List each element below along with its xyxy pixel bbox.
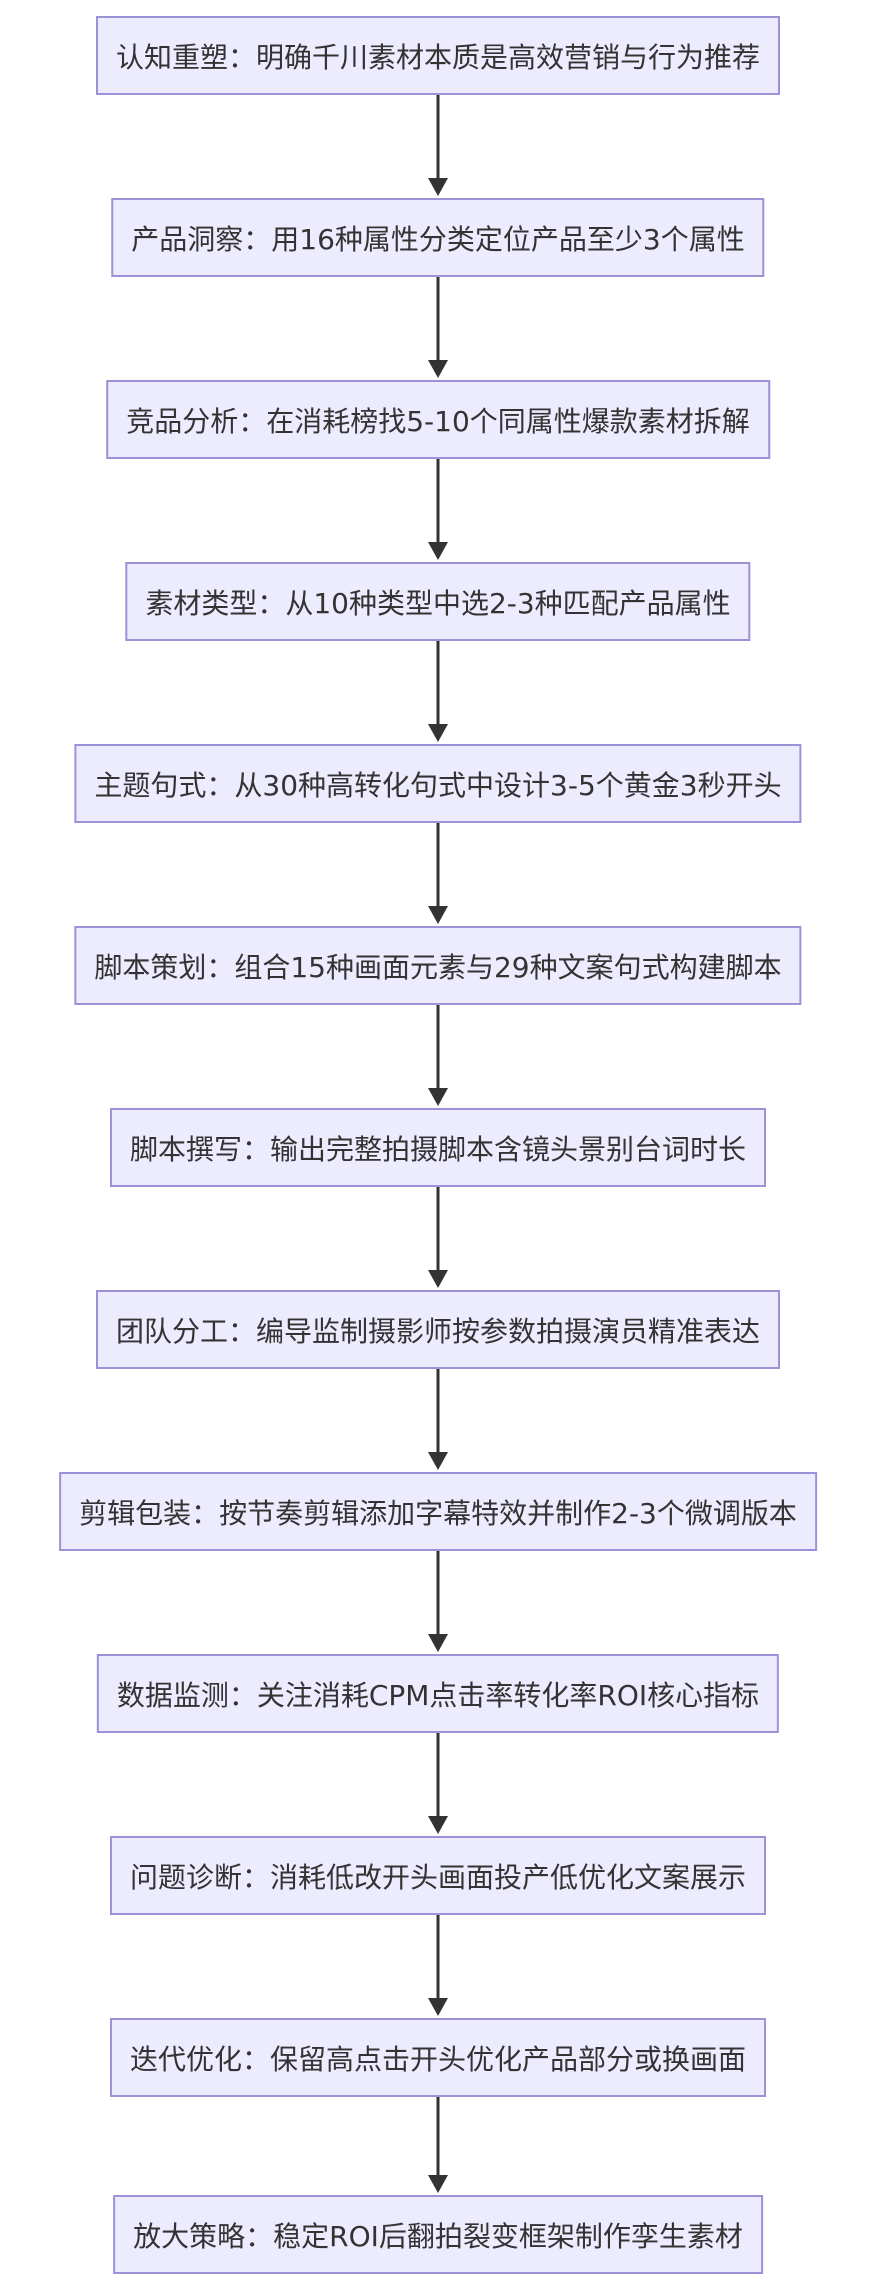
- flow-step-5: 主题句式：从30种高转化句式中设计3-5个黄金3秒开头: [74, 744, 802, 823]
- flow-step-12: 迭代优化：保留高点击开头优化产品部分或换画面: [109, 2018, 767, 2097]
- arrow-head-5: [428, 906, 448, 924]
- arrow-head-4: [428, 724, 448, 742]
- flow-step-2: 产品洞察：用16种属性分类定位产品至少3个属性: [111, 198, 765, 277]
- flow-step-13: 放大策略：稳定ROI后翻拍裂变框架制作孪生素材: [113, 2195, 763, 2274]
- arrow-head-10: [428, 1816, 448, 1834]
- arrow-head-11: [428, 1998, 448, 2016]
- flow-step-9: 剪辑包装：按节奏剪辑添加字幕特效并制作2-3个微调版本: [59, 1472, 817, 1551]
- flow-step-1: 认知重塑：明确千川素材本质是高效营销与行为推荐: [95, 16, 781, 95]
- flow-step-3: 竞品分析：在消耗榜找5-10个同属性爆款素材拆解: [106, 380, 770, 459]
- flow-step-4: 素材类型：从10种类型中选2-3种匹配产品属性: [125, 562, 751, 641]
- arrow-head-8: [428, 1452, 448, 1470]
- flow-step-6: 脚本策划：组合15种画面元素与29种文案句式构建脚本: [74, 926, 802, 1005]
- arrow-head-1: [428, 178, 448, 196]
- flow-step-10: 数据监测：关注消耗CPM点击率转化率ROI核心指标: [96, 1654, 780, 1733]
- arrow-head-7: [428, 1270, 448, 1288]
- flow-step-11: 问题诊断：消耗低改开头画面投产低优化文案展示: [109, 1836, 767, 1915]
- arrow-head-2: [428, 360, 448, 378]
- arrow-head-3: [428, 542, 448, 560]
- arrow-head-9: [428, 1634, 448, 1652]
- arrow-head-6: [428, 1088, 448, 1106]
- flow-step-7: 脚本撰写：输出完整拍摄脚本含镜头景别台词时长: [109, 1108, 767, 1187]
- flow-step-8: 团队分工：编导监制摄影师按参数拍摄演员精准表达: [95, 1290, 781, 1369]
- arrow-head-12: [428, 2175, 448, 2193]
